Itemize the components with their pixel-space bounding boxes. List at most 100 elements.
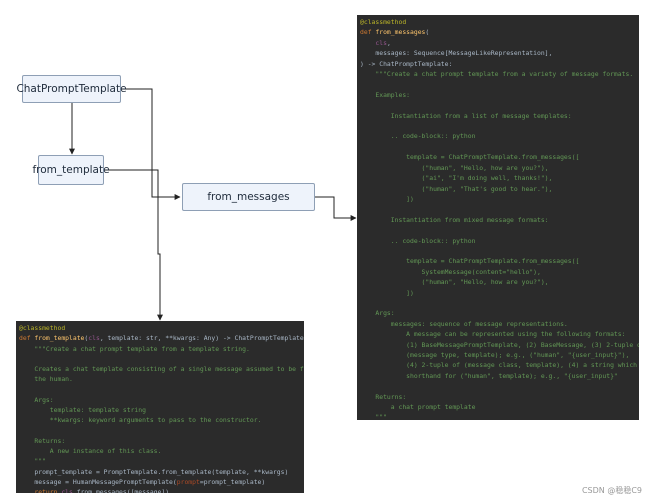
code-token: ( bbox=[84, 334, 89, 343]
code-token: def bbox=[360, 28, 376, 37]
code-token: Creates a chat template consisting of a … bbox=[19, 365, 304, 373]
code-token: ("ai", "I'm doing well, thanks!"), bbox=[360, 174, 553, 183]
code-line: @classmethod bbox=[360, 17, 639, 27]
code-line: """Create a chat prompt template from a … bbox=[19, 344, 304, 354]
code-line bbox=[360, 79, 639, 89]
code-token: (1) BaseMessagePromptTemplate, (2) BaseM… bbox=[360, 340, 639, 349]
code-token: (message type, template); e.g., ("human"… bbox=[360, 351, 630, 359]
code-token: @classmethod bbox=[360, 18, 407, 26]
code-token: """ bbox=[19, 457, 46, 466]
code-token: ( bbox=[425, 28, 430, 37]
code-line: def from_messages( bbox=[360, 27, 639, 37]
watermark: CSDN @稳稳C9 bbox=[581, 486, 642, 495]
code-token: Instantiation from mixed message formats… bbox=[360, 215, 549, 224]
code-token: SystemMessage(content="hello"), bbox=[360, 267, 541, 276]
code-line: the human. bbox=[19, 374, 304, 384]
node-from-messages: from_messages bbox=[182, 183, 315, 211]
code-line: a chat prompt template bbox=[360, 402, 639, 412]
code-line: ("human", "That's good to hear."), bbox=[360, 184, 639, 194]
code-token: ]) bbox=[360, 288, 414, 297]
code-token: ]) bbox=[360, 194, 414, 203]
code-token: cls bbox=[88, 334, 100, 343]
code-line bbox=[360, 225, 639, 235]
code-line: """ bbox=[19, 456, 304, 466]
code-line: .. code-block:: python bbox=[360, 236, 639, 246]
code-line: Instantiation from a list of message tem… bbox=[360, 111, 639, 121]
code-line: Args: bbox=[19, 395, 304, 405]
code-token: @classmethod bbox=[19, 324, 66, 332]
code-token: """Create a chat prompt template from a … bbox=[360, 70, 634, 79]
code-token: , bbox=[386, 38, 391, 47]
code-line: ) -> ChatPromptTemplate: bbox=[360, 59, 639, 69]
arrow-from-template-to-code bbox=[103, 169, 163, 321]
code-token: shorthand for ("human", template); e.g.,… bbox=[360, 371, 618, 380]
code-line bbox=[19, 354, 304, 364]
code-line bbox=[360, 100, 639, 110]
code-token: Args: bbox=[360, 309, 395, 318]
code-token: from_template bbox=[34, 334, 85, 343]
code-token: Returns: bbox=[360, 392, 407, 401]
code-token: """Create a chat prompt template from a … bbox=[19, 344, 250, 353]
code-line bbox=[360, 142, 639, 152]
code-line: """Create a chat prompt template from a … bbox=[360, 69, 639, 79]
code-token: cls bbox=[61, 488, 73, 493]
code-token: cls bbox=[360, 38, 387, 47]
code-token: messages: sequence of message representa… bbox=[360, 319, 568, 328]
code-line: prompt_template = PromptTemplate.from_te… bbox=[19, 467, 304, 477]
code-line: def from_template(cls, template: str, **… bbox=[19, 333, 304, 343]
code-line: .. code-block:: python bbox=[360, 131, 639, 141]
arrow-template-to-from-messages bbox=[120, 88, 181, 200]
code-line: Args: bbox=[360, 308, 639, 318]
code-token: prompt bbox=[176, 477, 200, 486]
code-line: message = HumanMessagePromptTemplate(pro… bbox=[19, 477, 304, 487]
code-token: return bbox=[34, 488, 62, 493]
code-token: A new instance of this class. bbox=[19, 447, 162, 455]
code-line: ]) bbox=[360, 288, 639, 298]
node-from-template: from_template bbox=[32, 155, 110, 185]
code-line: A message can be represented using the f… bbox=[360, 329, 639, 339]
code-line: messages: sequence of message representa… bbox=[360, 319, 639, 329]
code-line: ]) bbox=[360, 194, 639, 204]
code-line bbox=[360, 246, 639, 256]
code-token: Instantiation from a list of message tem… bbox=[360, 111, 572, 120]
code-token: =prompt_template) bbox=[199, 477, 266, 486]
code-line: Creates a chat template consisting of a … bbox=[19, 364, 304, 374]
code-token: ("human", "Hello, how are you?"), bbox=[360, 278, 549, 287]
code-line bbox=[360, 204, 639, 214]
code-token: ("human", "Hello, how are you?"), bbox=[360, 163, 549, 172]
code-token: template: template string bbox=[19, 406, 146, 414]
arrow-from-messages-to-code bbox=[315, 196, 357, 221]
code-token: the human. bbox=[19, 375, 73, 384]
code-token: template = ChatPromptTemplate.from_messa… bbox=[360, 257, 580, 266]
code-line bbox=[360, 121, 639, 131]
node-chat-prompt-template: ChatPromptTemplate bbox=[16, 75, 127, 103]
code-line: shorthand for ("human", template); e.g.,… bbox=[360, 371, 639, 381]
code-token: .. code-block:: python bbox=[360, 132, 476, 141]
code-token: (4) 2-tuple of (message class, template)… bbox=[360, 361, 639, 370]
code-line: A new instance of this class. bbox=[19, 446, 304, 456]
code-line: Returns: bbox=[360, 392, 639, 402]
code-token: .. code-block:: python bbox=[360, 236, 476, 245]
code-line: ("human", "Hello, how are you?"), bbox=[360, 277, 639, 287]
code-token: Examples: bbox=[360, 90, 411, 99]
code-line bbox=[19, 385, 304, 395]
code-token: ("human", "That's good to hear."), bbox=[360, 184, 553, 193]
code-token: Returns: bbox=[19, 436, 66, 445]
code-token: , template: str, **kwargs: Any) -> ChatP… bbox=[99, 334, 304, 343]
code-token: """ bbox=[360, 413, 387, 420]
code-line: (4) 2-tuple of (message class, template)… bbox=[360, 360, 639, 370]
code-token: def bbox=[19, 334, 35, 343]
code-line: ("ai", "I'm doing well, thanks!"), bbox=[360, 173, 639, 183]
code-line: template = ChatPromptTemplate.from_messa… bbox=[360, 152, 639, 162]
code-line: Examples: bbox=[360, 90, 639, 100]
code-line: **kwargs: keyword arguments to pass to t… bbox=[19, 415, 304, 425]
code-token: prompt_template = PromptTemplate.from_te… bbox=[19, 467, 289, 476]
code-line: messages: Sequence[MessageLikeRepresenta… bbox=[360, 48, 639, 58]
code-line: """ bbox=[360, 412, 639, 420]
code-line: (message type, template); e.g., ("human"… bbox=[360, 350, 639, 360]
code-line: Returns: bbox=[19, 436, 304, 446]
code-line: template: template string bbox=[19, 405, 304, 415]
